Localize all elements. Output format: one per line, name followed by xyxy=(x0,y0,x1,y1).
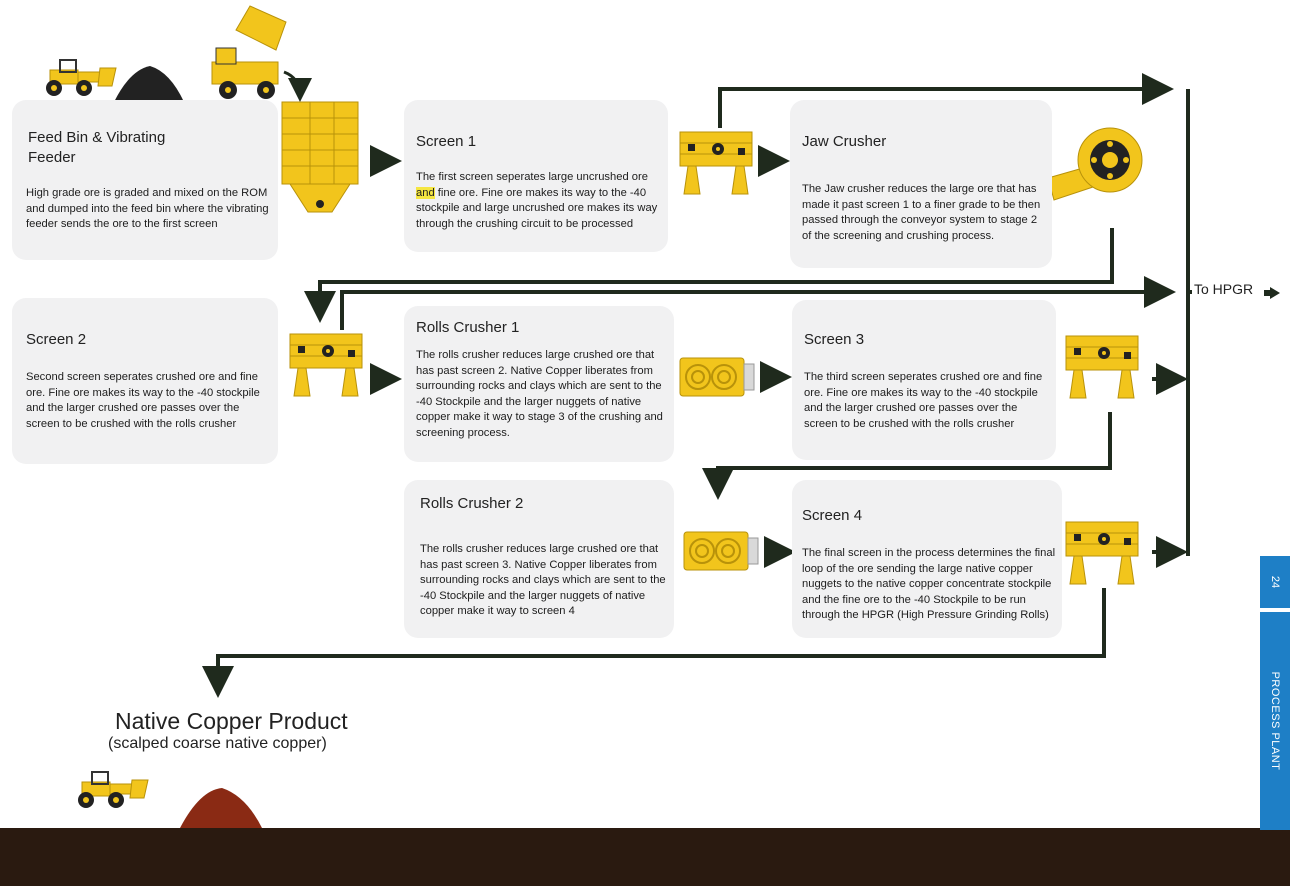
line-jaw-to-screen2 xyxy=(304,228,1114,323)
screen3-card: Screen 3 The third screen seperates crus… xyxy=(792,300,1056,460)
loader-icon xyxy=(45,59,117,97)
page-number: 24 xyxy=(1269,575,1281,589)
screen1-text-highlight: and xyxy=(416,186,435,199)
screen1-text-start: The first screen seperates large uncrush… xyxy=(416,171,648,183)
rolls1-card: Rolls Crusher 1 The rolls crusher reduce… xyxy=(404,306,674,462)
jaw-crusher-card: Jaw Crusher The Jaw crusher reduces the … xyxy=(790,100,1052,268)
screen1-card: Screen 1 The first screen seperates larg… xyxy=(404,100,668,252)
screen3-machine-icon xyxy=(1065,335,1139,399)
product-title: Native Copper Product xyxy=(115,708,348,734)
jaw-crusher-title: Jaw Crusher xyxy=(802,133,887,150)
screen4-title: Screen 4 xyxy=(802,507,863,524)
line-screen1-fines xyxy=(718,73,1174,128)
screen1-title: Screen 1 xyxy=(416,133,477,150)
ground-strip xyxy=(0,828,1290,886)
screen4-text: The final screen in the process determin… xyxy=(802,547,1056,622)
line-screen2-fines xyxy=(340,276,1176,330)
product-loader-icon xyxy=(77,771,149,809)
rolls2-card: Rolls Crusher 2 The rolls crusher reduce… xyxy=(404,480,674,638)
screen1-machine-icon xyxy=(679,131,753,195)
dump-truck-icon xyxy=(211,5,287,99)
page-number-tab: 24 xyxy=(1260,556,1290,608)
screen4-card: Screen 4 The final screen in the process… xyxy=(792,480,1062,638)
section-label: PROCESS PLANT xyxy=(1269,671,1281,771)
feed-bin-title: Feed Bin & Vibrating Feeder xyxy=(28,129,166,166)
rolls2-machine-icon xyxy=(683,531,759,571)
screen2-text: Second screen seperates crushed ore and … xyxy=(26,371,260,430)
screen3-text: The third screen seperates crushed ore a… xyxy=(804,371,1043,430)
screen2-card: Screen 2 Second screen seperates crushed… xyxy=(12,298,278,464)
jaw-crusher-text: The Jaw crusher reduces the large ore th… xyxy=(802,183,1041,242)
screen1-text: The first screen seperates large uncrush… xyxy=(416,170,662,232)
screen4-machine-icon xyxy=(1065,521,1139,585)
feed-bin-icon xyxy=(281,101,359,213)
to-hpgr-arrow-icon xyxy=(1270,287,1280,299)
rolls1-title: Rolls Crusher 1 xyxy=(416,319,520,336)
ore-pile-icon xyxy=(114,66,184,102)
screen3-title: Screen 3 xyxy=(804,331,865,348)
jaw-crusher-machine-icon xyxy=(1047,127,1143,201)
section-tab[interactable]: PROCESS PLANT xyxy=(1260,612,1290,830)
feed-bin-text: High grade ore is graded and mixed on th… xyxy=(26,187,269,231)
screen2-title: Screen 2 xyxy=(26,331,87,348)
rolls1-machine-icon xyxy=(679,357,755,397)
copper-pile-icon xyxy=(180,788,262,828)
to-hpgr-label: To HPGR xyxy=(1194,281,1254,297)
product-subtitle: (scalped coarse native copper) xyxy=(108,735,327,752)
dump-arrow-icon xyxy=(283,70,312,102)
rolls1-text: The rolls crusher reduces large crushed … xyxy=(416,349,663,439)
screen2-machine-icon xyxy=(289,333,363,397)
rolls2-title: Rolls Crusher 2 xyxy=(420,495,524,512)
screen1-text-rest: fine ore. Fine ore makes its way to the … xyxy=(416,186,658,230)
rolls2-text: The rolls crusher reduces large crushed … xyxy=(420,543,666,618)
line-screen4-to-product xyxy=(202,588,1106,698)
line-screen3-to-rolls2 xyxy=(702,412,1112,500)
feed-bin-card: Feed Bin & Vibrating Feeder High grade o… xyxy=(12,100,278,260)
